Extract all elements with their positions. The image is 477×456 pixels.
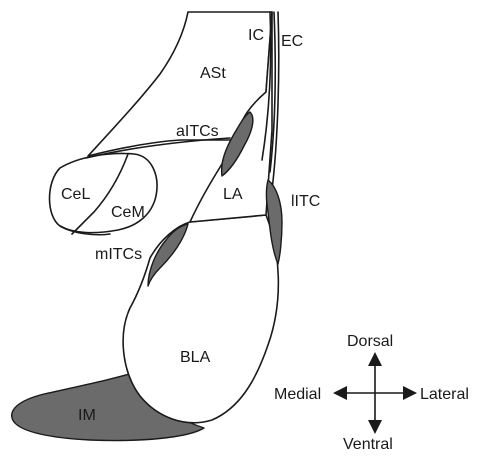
label-ast: ASt	[200, 65, 226, 82]
label-la: LA	[223, 186, 243, 203]
arrow-down-icon	[368, 420, 382, 434]
arrow-left-icon	[333, 386, 347, 400]
compass-label-ventral: Ventral	[343, 436, 393, 453]
orientation-compass: Dorsal Ventral Medial Lateral	[274, 333, 469, 453]
arrow-right-icon	[403, 386, 417, 400]
label-cem: CeM	[111, 204, 145, 221]
bla-region	[123, 215, 278, 423]
label-bla: BLA	[180, 349, 211, 366]
compass-label-medial: Medial	[274, 386, 321, 403]
compass-label-dorsal: Dorsal	[347, 333, 393, 350]
label-mitcs: mITCs	[95, 246, 142, 263]
label-ec: EC	[281, 33, 303, 50]
label-im: IM	[78, 407, 96, 424]
label-aitcs: aITCs	[176, 123, 219, 140]
label-ic: IC	[248, 27, 264, 44]
compass-label-lateral: Lateral	[420, 386, 469, 403]
label-cel: CeL	[61, 186, 90, 203]
label-litc: lITC	[291, 193, 320, 210]
arrow-up-icon	[368, 352, 382, 366]
